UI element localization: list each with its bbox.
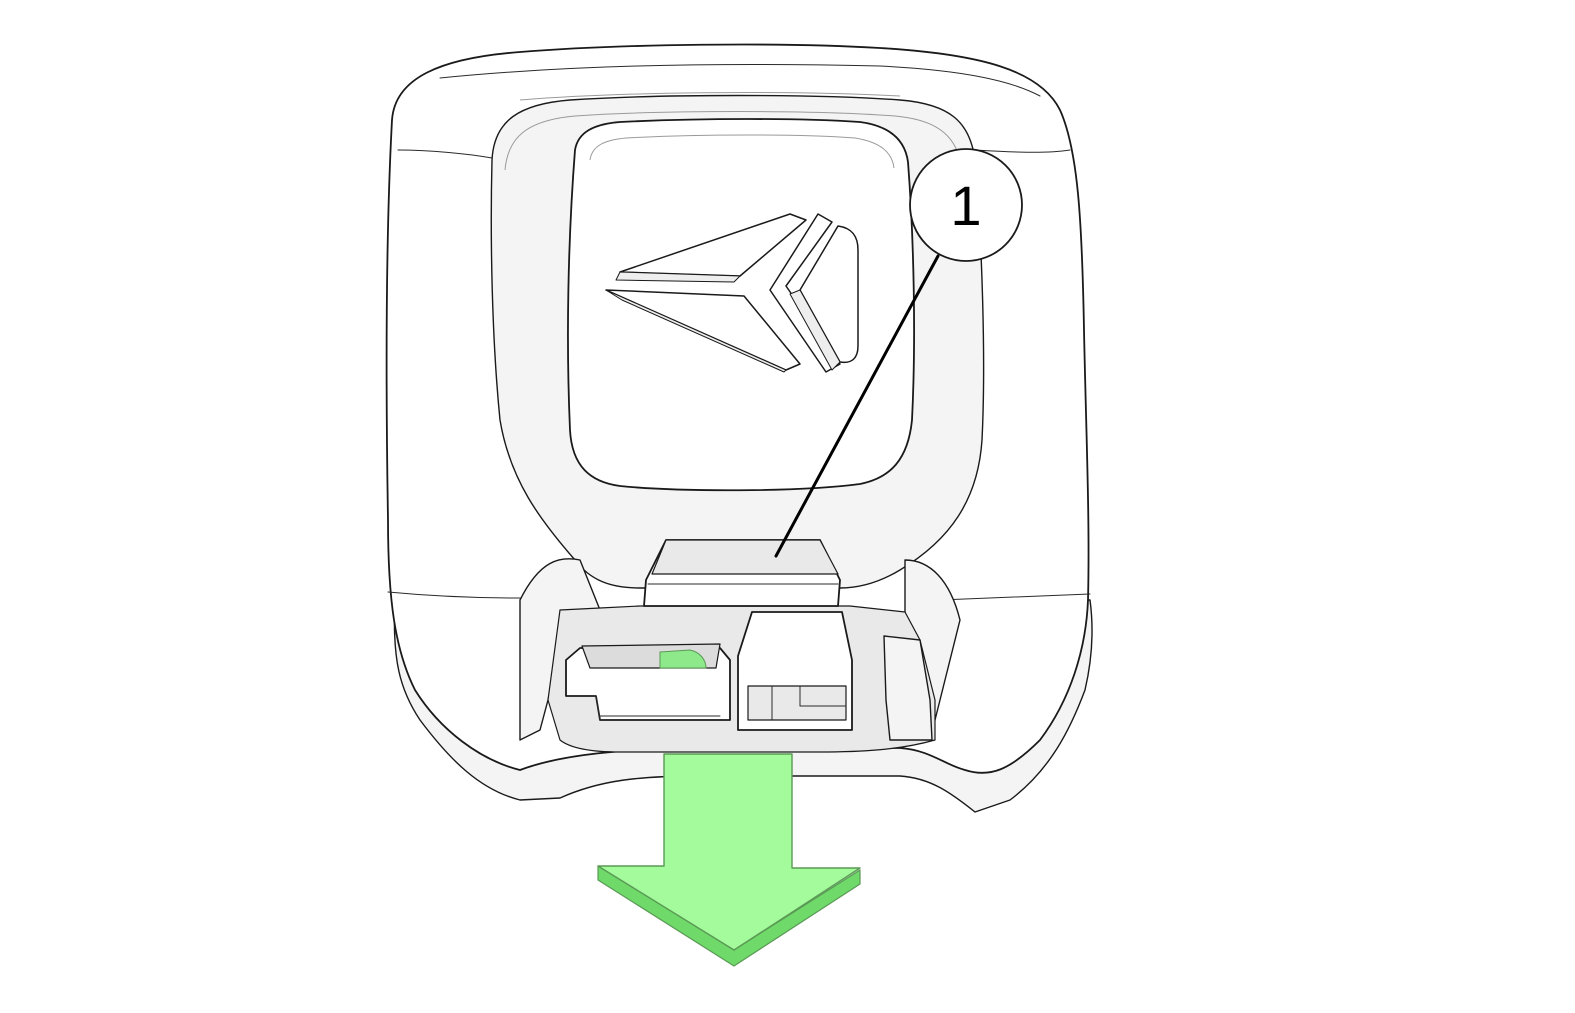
fob-top-ridge-2 — [519, 92, 901, 101]
release-side-block — [883, 635, 933, 741]
key-blade-right-window — [747, 685, 847, 721]
green-release-tab — [659, 649, 707, 669]
fob-seam-lower-left — [387, 591, 521, 599]
down-arrow-face — [597, 753, 861, 951]
fob-seam-upper-right — [974, 149, 1071, 153]
fob-seam-lower-right — [939, 593, 1091, 601]
fob-inner-frame-edge — [504, 111, 963, 171]
callout-1-circle — [909, 148, 1023, 262]
release-mechanism — [519, 539, 961, 753]
three-pointed-logo-icon — [605, 213, 859, 373]
fob-top-ridge — [439, 64, 1041, 97]
release-button-top — [651, 539, 839, 575]
callout-1-leader — [774, 254, 940, 558]
logo-arm-upper-edge — [615, 271, 741, 283]
fob-seam-upper — [397, 149, 493, 159]
callout-1-label: 1 — [950, 174, 981, 237]
logo-arm-lower-edge — [605, 289, 787, 373]
key-blade-right-detail — [771, 685, 847, 721]
down-arrow-icon — [597, 753, 861, 967]
key-blade-groove — [595, 695, 721, 721]
fob-face-button-inner — [589, 134, 895, 169]
callout-1: 1 — [774, 148, 1023, 558]
logo-plate-right — [799, 225, 859, 364]
logo-plate-right-edge — [789, 289, 841, 371]
